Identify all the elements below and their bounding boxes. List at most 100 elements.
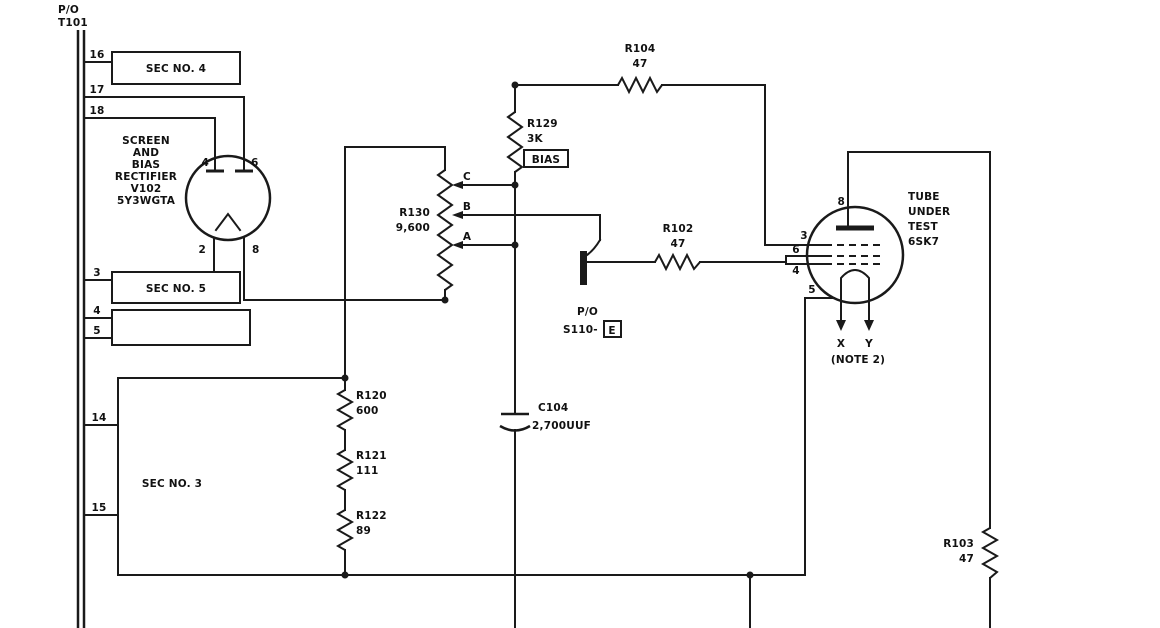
r120-r122-chain: R120 600 R121 111 R122 89: [335, 377, 387, 576]
tap-b-arrow-icon: [452, 211, 463, 219]
junction-dots: [341, 81, 754, 579]
terminal-17-label: 17: [89, 84, 104, 96]
winding-filament-box: [111, 309, 251, 346]
transformer-ref-line1: P/O: [58, 4, 79, 16]
r130-top-link-wire: [344, 146, 446, 379]
bottom-bus: [117, 574, 806, 628]
probe-y-label: Y: [864, 338, 873, 350]
r104-value: 47: [632, 58, 647, 70]
bias-tag-label: BIAS: [532, 154, 560, 166]
r120-ref: R120: [356, 390, 387, 402]
r121-ref: R121: [356, 450, 387, 462]
r103-ref: R103: [943, 538, 974, 550]
r104-zigzag: [617, 75, 663, 95]
tube-under-test: 8 3 6 4 5 X Y (NOTE 2) TUBE UNDER TEST 6…: [785, 151, 991, 576]
probe-x-arrow-icon: [836, 320, 846, 331]
rectifier-caption-6: 5Y3WGTA: [117, 195, 176, 207]
terminal-16-label: 16: [89, 49, 104, 61]
winding-sec4-label: SEC NO. 4: [146, 63, 206, 75]
probe-y-arrow-icon: [864, 320, 874, 331]
r102-resistor: R102 47: [654, 223, 787, 272]
r129-resistor: R129 3K BIAS: [506, 84, 569, 415]
tut-note: (NOTE 2): [831, 354, 885, 366]
r129-value: 3K: [527, 133, 544, 145]
tut-pin3-label: 3: [800, 230, 808, 242]
tut-pin5-wire: [804, 297, 835, 576]
r122-ref: R122: [356, 510, 387, 522]
c104-value: 2,700UUF: [532, 420, 591, 432]
tut-top-cap-wire: [847, 151, 991, 229]
tap-b-label: B: [463, 201, 471, 213]
r129-ref: R129: [527, 118, 558, 130]
winding-sec4-box: [111, 51, 241, 85]
r130-potentiometer: R130 9,600 C B A: [344, 146, 601, 379]
r130-ref: R130: [399, 207, 430, 219]
r102-value: 47: [670, 238, 685, 250]
r104-ref: R104: [625, 43, 656, 55]
r102-ref: R102: [663, 223, 694, 235]
r121-zigzag: [335, 449, 355, 491]
terminal-4-label: 4: [93, 305, 101, 317]
tut-pin8-label: 8: [837, 196, 845, 208]
r103-value: 47: [959, 553, 974, 565]
tut-pin4-label: 4: [792, 265, 800, 277]
tut-caption-2: UNDER: [908, 206, 950, 218]
r129-zigzag: [506, 111, 524, 173]
rectifier-caption-2: AND: [133, 147, 159, 159]
terminal-3-label: 3: [93, 267, 101, 279]
r102-zigzag: [654, 252, 701, 272]
probe-x-label: X: [837, 338, 845, 350]
r120-value: 600: [356, 405, 379, 417]
terminal-14-label: 14: [91, 412, 106, 424]
junction-dot: [511, 81, 519, 89]
tut-caption-3: TEST: [908, 221, 938, 233]
winding-sec5-label: SEC NO. 5: [146, 283, 206, 295]
terminal-15-label: 15: [91, 502, 106, 514]
r121-value: 111: [356, 465, 379, 477]
rectifier-caption-1: SCREEN: [122, 135, 170, 147]
switch-contact-bar: [580, 251, 587, 285]
terminal-5-label: 5: [93, 325, 101, 337]
r103-zigzag: [980, 527, 1000, 579]
switch-arm: [585, 238, 602, 257]
switch-ref-line1: P/O: [577, 306, 598, 318]
transformer: P/O T101 SEC NO. 4 16 17 18 SEC NO. 5 3 …: [58, 4, 346, 628]
r103-resistor: R103 47: [943, 151, 1000, 628]
junction-dot: [341, 571, 349, 579]
switch-contact-box: [603, 320, 622, 338]
r104-resistor: R104 47: [514, 43, 826, 246]
rectifier-filament: [214, 212, 242, 232]
junction-dot: [511, 241, 519, 249]
r104-output-wire: [661, 84, 826, 246]
rectifier-pin2-label: 2: [198, 244, 206, 256]
tap-a-arrow-icon: [452, 241, 463, 249]
rectifier-pin4-label: 4: [201, 157, 209, 169]
winding-sec5-box: [111, 271, 241, 304]
rectifier-caption-5: V102: [131, 183, 162, 195]
r130-value: 9,600: [396, 222, 430, 234]
tut-pin6-label: 6: [792, 244, 800, 256]
switch-contact-label: E: [608, 325, 615, 337]
rectifier-envelope: [184, 154, 272, 242]
rectifier-tube: SCREEN AND BIAS RECTIFIER V102 5Y3WGTA 4…: [115, 135, 446, 301]
junction-dot: [441, 296, 449, 304]
c104-ref: C104: [538, 402, 568, 414]
junction-dot: [746, 571, 754, 579]
tap-b-wire: [460, 214, 601, 241]
switch-ref-line2: S110-: [563, 324, 598, 336]
tap-c-arrow-icon: [452, 181, 463, 189]
rectifier-caption-3: BIAS: [132, 159, 160, 171]
transformer-ref-line2: T101: [58, 17, 88, 29]
bias-tag-box: [523, 149, 569, 168]
r122-value: 89: [356, 525, 371, 537]
tut-caption-4: 6SK7: [908, 236, 939, 248]
terminal-18-wire: [83, 117, 216, 171]
switch-s110: P/O S110- E: [563, 238, 656, 338]
junction-dot: [511, 181, 519, 189]
rectifier-pin6-label: 6: [251, 157, 259, 169]
c104-capacitor: C104 2,700UUF: [499, 402, 591, 628]
rectifier-pin8-label: 8: [252, 244, 260, 256]
winding-sec3-label: SEC NO. 3: [142, 478, 202, 490]
